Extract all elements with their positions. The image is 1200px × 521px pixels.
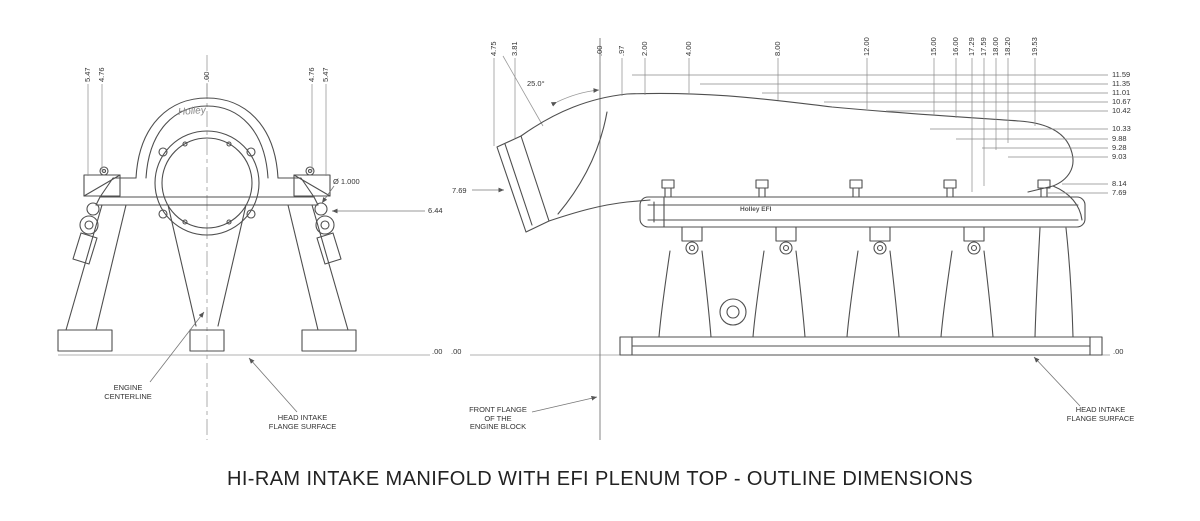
- rail-brand-marking: Holley EFI: [740, 206, 772, 213]
- width-dimension-label: 6.44: [428, 206, 443, 215]
- dim-label: 4.76: [97, 67, 106, 82]
- dim-label: 19.53: [1030, 37, 1039, 56]
- dim-label: 17.59: [979, 37, 988, 56]
- dim-label: 11.01: [1112, 88, 1131, 97]
- dim-label: .00: [595, 45, 604, 56]
- dim-label: 8.00: [773, 41, 782, 56]
- side-view-baseline-zero-left-label: .00: [451, 347, 462, 356]
- dim-label: 10.42: [1112, 106, 1131, 115]
- dim-label: 5.47: [321, 67, 330, 82]
- diameter-dimension-label: Ø 1.000: [333, 177, 360, 186]
- dim-label: 4.75: [489, 41, 498, 56]
- side-view-baseline-zero-right-label: .00: [1113, 347, 1124, 356]
- angle-dimension-label: 25.0°: [527, 79, 545, 88]
- dim-label: 16.00: [951, 37, 960, 56]
- dim-label: 11.59: [1112, 70, 1131, 79]
- dim-label: 2.00: [640, 41, 649, 56]
- dim-label: 8.14: [1112, 179, 1127, 188]
- front-view-construction-lines: [58, 55, 430, 440]
- dim-label: .97: [617, 45, 626, 56]
- side-view-part: [496, 92, 1103, 356]
- dim-label: 17.29: [967, 37, 976, 56]
- dim-label: 18.00: [991, 37, 1000, 56]
- dim-label: .00: [202, 71, 211, 82]
- side-view-flange-callout: HEAD INTAKE FLANGE SURFACE: [1066, 405, 1135, 423]
- front-view-part: [57, 97, 357, 352]
- front-height-dimension-label: 7.69: [452, 186, 467, 195]
- dim-label: 9.88: [1112, 134, 1127, 143]
- dim-label: 18.20: [1003, 37, 1012, 56]
- dim-label: 11.35: [1112, 79, 1131, 88]
- dim-label: 10.67: [1112, 97, 1131, 106]
- callout-leaders: [149, 185, 1081, 413]
- engine-centerline-callout: ENGINE CENTERLINE: [104, 383, 152, 401]
- front-view-baseline-zero-label: .00: [432, 347, 443, 356]
- dim-label: 7.69: [1112, 188, 1127, 197]
- dim-label: 15.00: [929, 37, 938, 56]
- dim-label: 10.33: [1112, 124, 1131, 133]
- drawing-title: HI-RAM INTAKE MANIFOLD WITH EFI PLENUM T…: [226, 468, 973, 490]
- dim-label: 9.03: [1112, 152, 1127, 161]
- front-view-flange-callout: HEAD INTAKE FLANGE SURFACE: [268, 413, 337, 431]
- dim-label: 5.47: [83, 67, 92, 82]
- dim-label: 4.00: [684, 41, 693, 56]
- dim-label: 12.00: [862, 37, 871, 56]
- dome-brand-marking: Holley: [177, 105, 207, 118]
- dim-label: 4.76: [307, 67, 316, 82]
- dim-label: 9.28: [1112, 143, 1127, 152]
- front-flange-engine-block-callout: FRONT FLANGE OF THE ENGINE BLOCK: [469, 405, 527, 431]
- dim-label: 3.81: [510, 41, 519, 56]
